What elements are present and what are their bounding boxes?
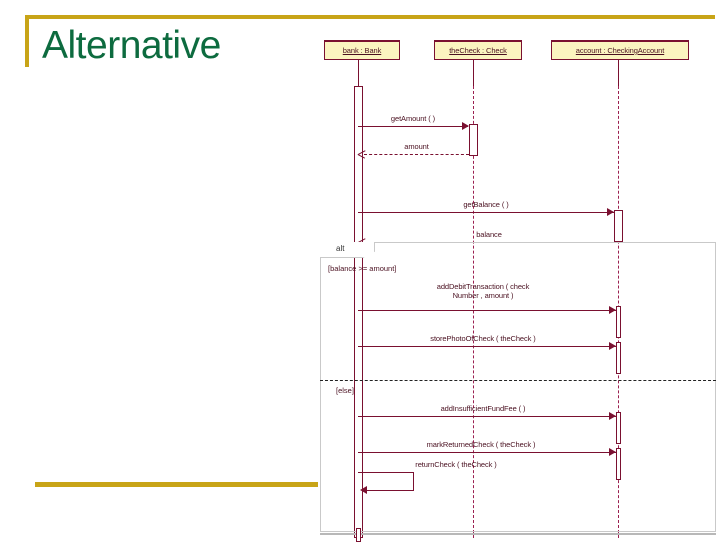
page-title: Alternative: [42, 24, 221, 67]
message-line-storephoto: [358, 346, 616, 347]
message-arrow-amount: [358, 150, 366, 158]
message-label-balance: balance: [476, 230, 502, 239]
lifeline-head-check[interactable]: theCheck : Check: [434, 40, 522, 60]
combined-fragment-tab: [320, 242, 375, 258]
message-label-amount: amount: [404, 142, 429, 151]
lifeline-label-check: theCheck : Check: [449, 46, 507, 55]
message-label-getamount: getAmount ( ): [390, 114, 436, 123]
message-line-returncheck-back: [366, 490, 414, 491]
message-label-storephoto: storePhotoOfCheck ( theCheck ): [430, 334, 536, 343]
message-line-returncheck-out: [358, 472, 414, 473]
footer-rule: [35, 482, 318, 487]
lifeline-label-bank: bank : Bank: [342, 46, 382, 55]
message-line-markreturned: [358, 452, 616, 453]
lifeline-head-account[interactable]: account : CheckingAccount: [551, 40, 689, 60]
message-arrow-adddebit: [609, 306, 616, 314]
lifeline-check: [473, 86, 474, 538]
message-vert-returncheck: [413, 472, 414, 490]
message-arrow-insufficientfee: [609, 412, 616, 420]
sequence-diagram: bank : Bank theCheck : Check account : C…: [318, 30, 720, 542]
message-label-adddebit-line1: addDebitTransaction ( check: [436, 282, 530, 291]
message-line-getbalance: [358, 212, 614, 213]
guard-condition-1: [balance >= amount]: [328, 264, 397, 273]
message-label-getbalance: getBalance ( ): [463, 200, 509, 209]
message-arrow-markreturned: [609, 448, 616, 456]
message-label-returncheck: returnCheck ( theCheck ): [415, 460, 497, 469]
activation-account-insufficientfee: [616, 412, 621, 444]
title-rule-left: [25, 15, 29, 67]
message-line-getamount: [358, 126, 468, 127]
lifeline-head-bank[interactable]: bank : Bank: [324, 40, 400, 60]
message-label-insufficientfee: addInsufficientFundFee ( ): [440, 404, 526, 413]
activation-account-getbalance: [614, 210, 623, 242]
guard-condition-2: [else]: [336, 386, 354, 395]
activation-check-getamount: [469, 124, 478, 156]
message-arrow-returncheck: [360, 486, 367, 494]
fragment-else-divider: [320, 380, 716, 381]
message-line-insufficientfee: [358, 416, 616, 417]
message-label-adddebit: addDebitTransaction ( check Number , amo…: [378, 282, 588, 300]
lifeline-stub-bank: [358, 60, 359, 86]
diagram-baseline: [320, 533, 716, 535]
lifeline-stub-check: [473, 60, 474, 86]
activation-account-markreturned: [616, 448, 621, 480]
message-arrow-getbalance: [607, 208, 614, 216]
activation-account-storephoto: [616, 342, 621, 374]
message-label-adddebit-line2: Number , amount ): [452, 291, 514, 300]
lifeline-stub-account: [618, 60, 619, 86]
message-line-adddebit: [358, 310, 616, 311]
message-line-amount: [364, 154, 469, 155]
activation-account-adddebit: [616, 306, 621, 338]
title-rule-top: [25, 15, 715, 19]
message-arrow-getamount: [462, 122, 469, 130]
combined-fragment-alt: [320, 242, 716, 532]
lifeline-label-account: account : CheckingAccount: [575, 46, 665, 55]
combined-fragment-operator: alt: [336, 244, 345, 253]
message-label-markreturned: markReturnedCheck ( theCheck ): [426, 440, 536, 449]
message-arrow-storephoto: [609, 342, 616, 350]
